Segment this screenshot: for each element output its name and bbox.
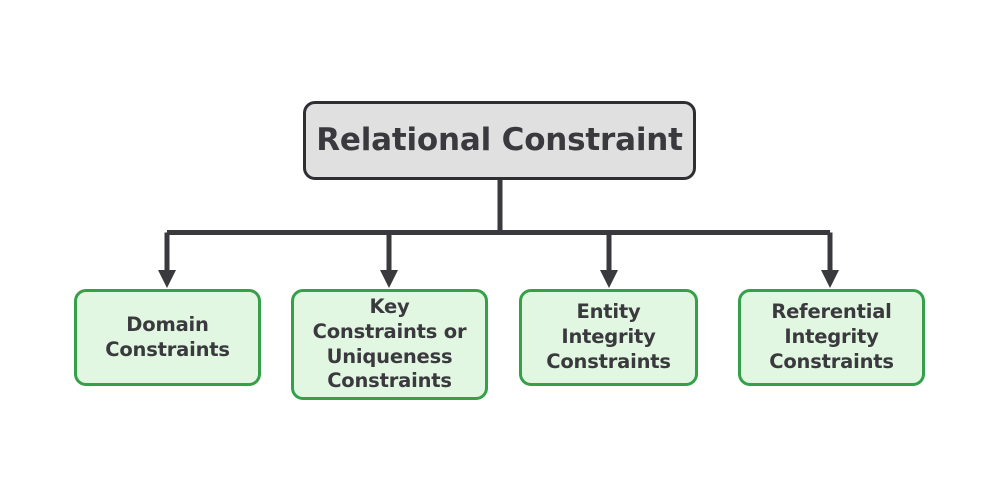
node-referential-integrity-constraints[interactable]: Referential Integrity Constraints [738,289,925,386]
arrowhead-referential [821,270,839,288]
node-relational-constraint[interactable]: Relational Constraint [303,101,696,180]
node-label-domain-constraints: Domain Constraints [105,312,230,361]
node-domain-constraints[interactable]: Domain Constraints [74,289,261,386]
node-label-key-constraints: Key Constraints or Uniqueness Constraint… [312,294,467,393]
arrowhead-entity [600,270,618,288]
node-key-constraints[interactable]: Key Constraints or Uniqueness Constraint… [291,289,488,400]
arrowhead-key [380,270,398,288]
arrowhead-domain [158,270,176,288]
node-label-entity-integrity-constraints: Entity Integrity Constraints [546,300,671,373]
node-label-referential-integrity-constraints: Referential Integrity Constraints [769,300,894,373]
node-label-relational-constraint: Relational Constraint [316,121,683,158]
node-entity-integrity-constraints[interactable]: Entity Integrity Constraints [519,289,698,386]
